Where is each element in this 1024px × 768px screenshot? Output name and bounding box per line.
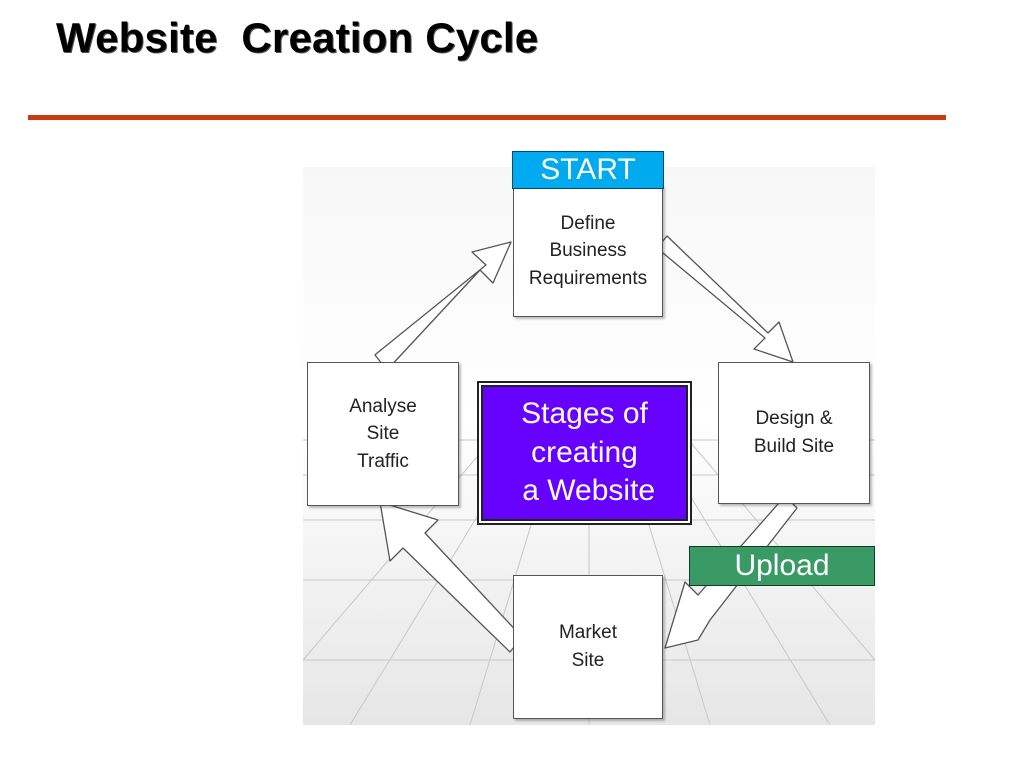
center-title-panel: Stages of creating a Website bbox=[481, 385, 688, 521]
stage-market-site: Market Site bbox=[513, 575, 663, 719]
stage-define-business-requirements: Define Business Requirements bbox=[513, 185, 663, 317]
slide-title: Website Creation Cycle bbox=[56, 14, 539, 61]
arrow-market-to-analyse bbox=[379, 501, 523, 653]
stage-design-label: Design & Build Site bbox=[753, 408, 835, 457]
start-label: START bbox=[512, 151, 664, 189]
arrow-analyse-to-define bbox=[374, 241, 512, 371]
title-divider-line bbox=[28, 115, 946, 120]
arrow-define-to-design bbox=[656, 235, 794, 363]
stage-define-label: Define Business Requirements bbox=[528, 212, 648, 289]
center-title-text: Stages of creating a Website bbox=[521, 397, 656, 508]
stage-analyse-label: Analyse Site Traffic bbox=[349, 395, 417, 472]
upload-label: Upload bbox=[689, 546, 875, 586]
stage-market-label: Market Site bbox=[558, 622, 618, 671]
stage-analyse-site-traffic: Analyse Site Traffic bbox=[307, 362, 459, 506]
center-title-box: Stages of creating a Website bbox=[477, 381, 692, 525]
stage-design-build-site: Design & Build Site bbox=[718, 362, 870, 504]
title-divider bbox=[28, 115, 946, 120]
